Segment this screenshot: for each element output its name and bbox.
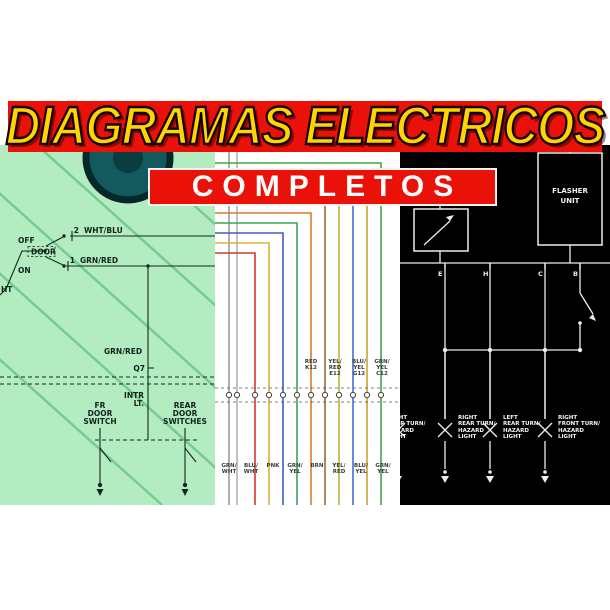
scan-diagonal-lines [0,145,215,505]
left-diagram-labels: 2 WHT/BLU 1 GRN/RED OFF DOOR ON HT GRN/R… [1,226,207,426]
pin2-label: 2 [74,226,79,235]
wire [215,232,284,505]
junction-letter: E [438,270,442,278]
flasher-unit-label-2: UNIT [561,197,580,205]
connector-pin [265,391,273,399]
connector-label: RED K12 [304,359,318,372]
right-wiring-lines [400,145,610,353]
wire2-label: WHT/BLU [84,226,123,235]
fr-door-switch-label-2: DOOR [88,409,113,418]
junction-letter: B [573,270,578,278]
turn-hazard-bulb [437,350,453,483]
wire [215,162,382,505]
connector-pin [233,391,241,399]
subtitle-banner: COMPLETOS [148,168,497,206]
wire [215,252,256,505]
right-diagram-panel: E H C B FLASHER UNIT RIGHT REAR TURN/ HAZAR… [400,145,610,505]
wire [215,182,354,505]
rear-door-switches-label-1: REAR [174,401,197,410]
connector-pin [279,391,287,399]
right-diagram-labels: FLASHER UNIT [552,187,588,205]
wire-bottom-label: YEL/ RED [332,463,346,476]
bulb-label: RIGHT REAR TURN/ HAZARD LIGHT [400,415,426,441]
connector-pin [349,391,357,399]
relay-box [413,208,469,252]
wire-bottom-label: GRN/ WHT [221,463,237,476]
junction-letter: C [538,270,543,278]
junction-letter: H [483,270,488,278]
intr-lt-label-1: INTR [124,391,144,400]
wire [215,202,326,505]
connector-pin [225,391,233,399]
wire [215,242,270,505]
switch-door-label: DOOR [31,248,56,257]
rear-door-switches-label-2: DOOR [173,409,198,418]
bulb-label: LEFT REAR TURN/ HAZARD LIGHT [503,415,541,441]
poster-subtitle: COMPLETOS [191,170,463,203]
poster-title: DIAGRAMAS ELECTRICOS [5,96,607,158]
connector-pins [225,391,385,399]
connector-pin [251,391,259,399]
connector-pin [321,391,329,399]
wire-bottom-label: GRN/ YEL [287,463,303,476]
turn-hazard-bulb [400,422,406,480]
wire1-label: GRN/RED [80,256,118,265]
left-wiring-lines [0,231,215,496]
turn-hazard-bulb [537,350,553,483]
wire-bottom-label: BRN [310,463,324,469]
connector-pin [377,391,385,399]
connector-q7-label: Q7 [133,364,145,373]
rear-door-switches-label-3: SWITCHES [163,417,207,426]
turn-hazard-bulb [482,350,498,483]
edge-fragment-label: HT [1,285,13,294]
switch-off-label: OFF [18,236,35,245]
wire-bottom-label: GRN/ YEL [375,463,391,476]
fr-door-switch-label-3: SWITCH [83,417,116,426]
wire-bottom-label: BLU/ WHT [243,463,259,476]
wire [215,212,312,505]
connector-label: GRN/ YEL C12 [374,359,390,378]
flasher-unit-label-1: FLASHER [552,187,588,195]
right-diagram-svg: E H C B FLASHER UNIT [400,145,610,483]
bulb-label: RIGHT FRONT TURN/ HAZARD LIGHT [558,415,601,441]
wire-bottom-label: BLU/ YEL [354,463,368,476]
wire [215,222,298,505]
wire-bottom-label: PNK [266,463,280,469]
connector-pin [335,391,343,399]
door-position-box [27,246,56,257]
connector-pin [307,391,315,399]
pin1-label: 1 [70,256,75,265]
title-banner: DIAGRAMAS ELECTRICOS [5,96,607,158]
branch-wire-label: GRN/RED [104,347,142,356]
bulb-label: RIGHT REAR TURN/ HAZARD LIGHT [458,415,496,441]
connector-label: BLU/ YEL G12 [352,359,366,378]
switch-on-label: ON [18,266,31,275]
connector-pin [363,391,371,399]
intr-lt-label-2: LT. [134,399,145,408]
fr-door-switch-label-1: FR [95,401,106,410]
connector-label: YEL/ RED E12 [328,359,342,378]
wire [215,192,340,505]
connector-pin [293,391,301,399]
